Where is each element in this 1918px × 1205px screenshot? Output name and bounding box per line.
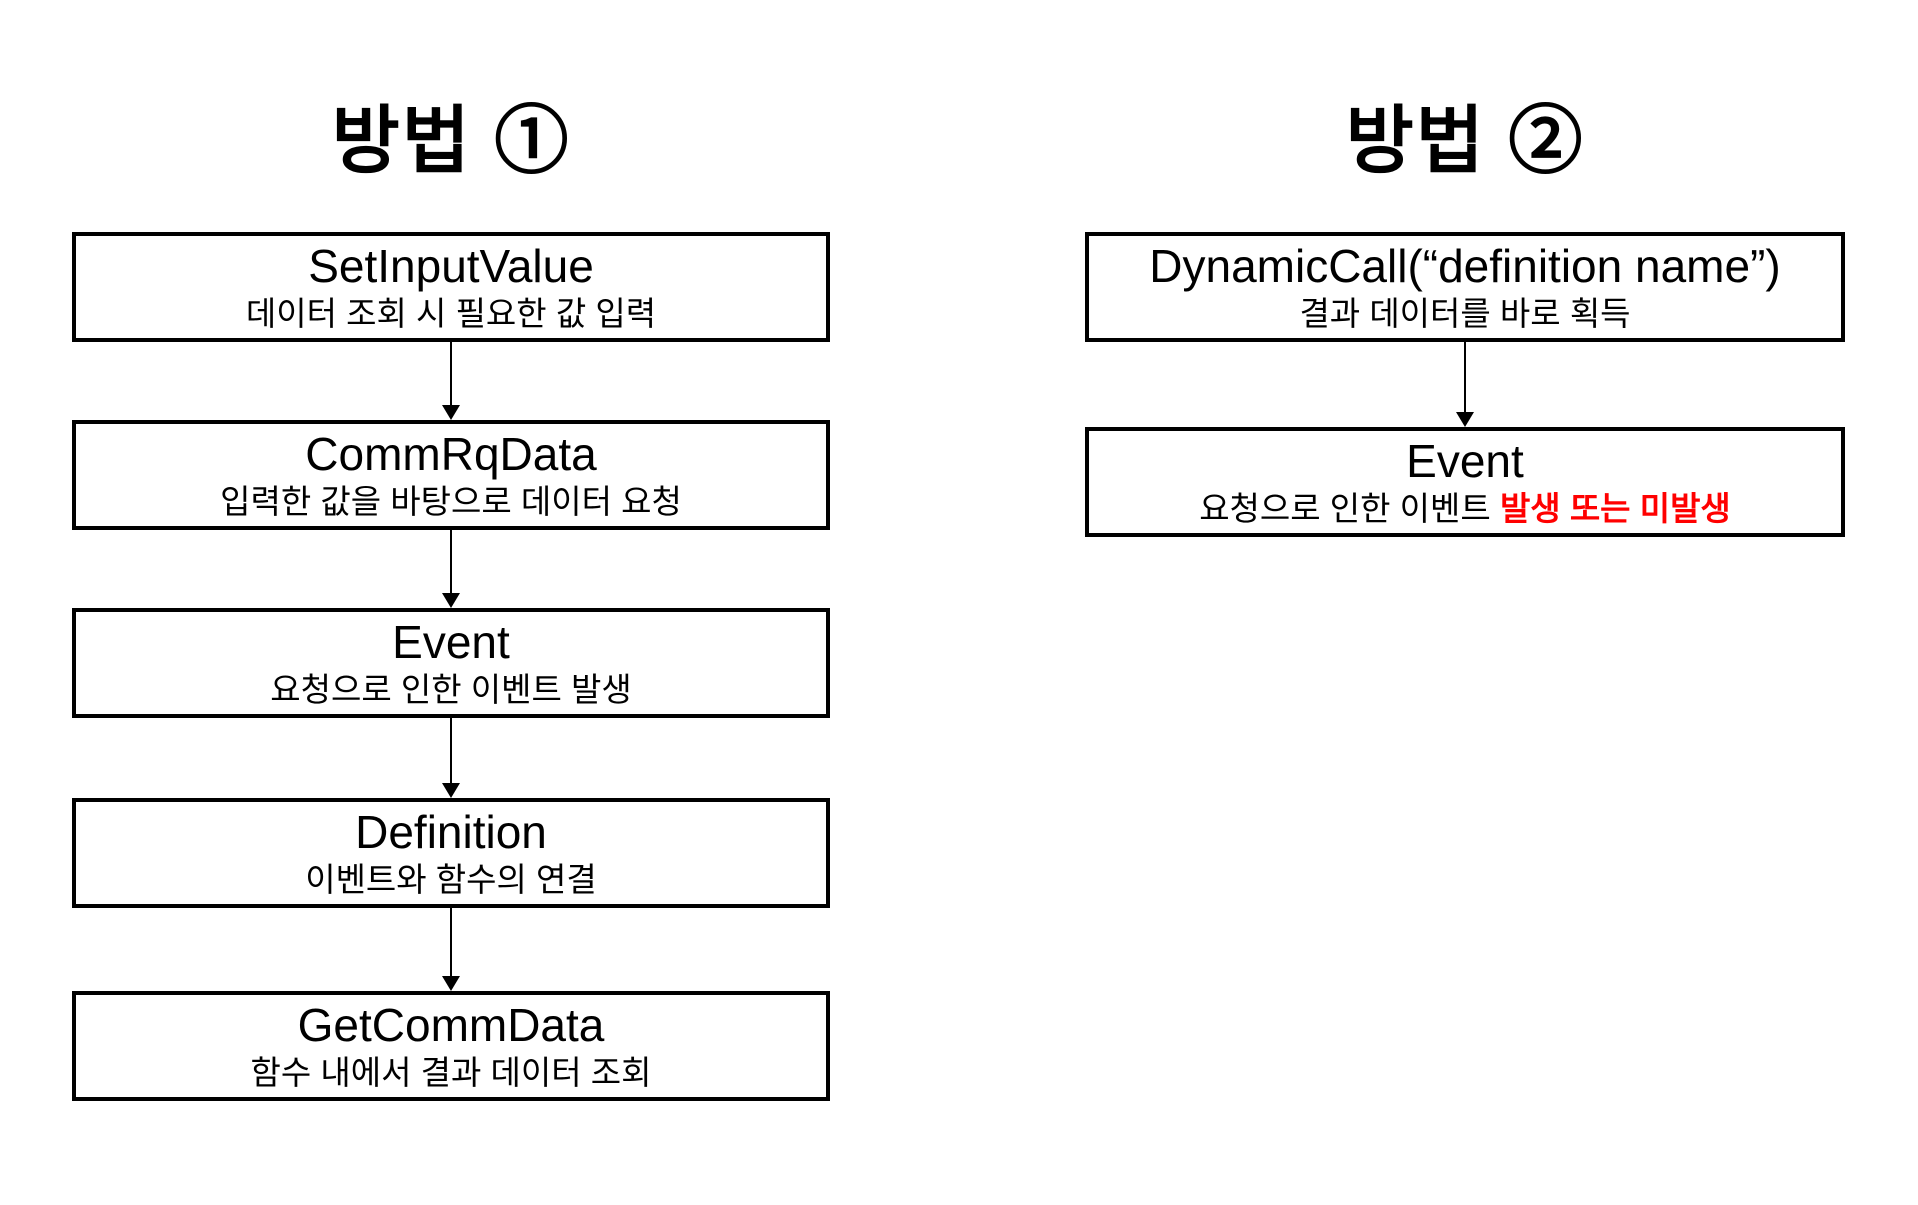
- subtitle-plain-text: 요청으로 인한 이벤트: [1199, 490, 1500, 527]
- arrow-down-icon: [442, 908, 460, 991]
- arrow-shaft: [450, 718, 452, 785]
- arrow-shaft: [450, 530, 452, 595]
- arrow-head: [1456, 412, 1474, 427]
- box-title: Event: [1406, 435, 1524, 487]
- method1-title: 방법 ①: [331, 99, 571, 182]
- box-subtitle: 요청으로 인한 이벤트 발생 또는 미발생: [1199, 488, 1731, 530]
- box-subtitle: 이벤트와 함수의 연결: [305, 861, 597, 898]
- arrow-down-icon: [1456, 342, 1474, 427]
- box-subtitle: 요청으로 인한 이벤트 발생: [270, 671, 632, 708]
- arrow-down-icon: [442, 718, 460, 798]
- flow-box-definition: Definition 이벤트와 함수의 연결: [72, 798, 830, 908]
- arrow-head: [442, 405, 460, 420]
- flow-box-event-method1: Event 요청으로 인한 이벤트 발생: [72, 608, 830, 718]
- box-title: Definition: [355, 806, 547, 858]
- flow-box-setinputvalue: SetInputValue 데이터 조회 시 필요한 값 입력: [72, 232, 830, 342]
- arrow-shaft: [450, 342, 452, 407]
- flow-box-event-method2: Event 요청으로 인한 이벤트 발생 또는 미발생: [1085, 427, 1845, 537]
- arrow-down-icon: [442, 342, 460, 420]
- flow-box-dynamiccall: DynamicCall(“definition name”) 결과 데이터를 바…: [1085, 232, 1845, 342]
- box-subtitle: 결과 데이터를 바로 획득: [1299, 295, 1631, 332]
- box-subtitle: 입력한 값을 바탕으로 데이터 요청: [220, 483, 682, 520]
- box-title: SetInputValue: [308, 240, 594, 292]
- box-title: GetCommData: [297, 999, 605, 1051]
- arrow-shaft: [450, 908, 452, 978]
- arrow-shaft: [1464, 342, 1466, 414]
- box-subtitle: 함수 내에서 결과 데이터 조회: [250, 1054, 652, 1091]
- arrow-down-icon: [442, 530, 460, 608]
- arrow-head: [442, 976, 460, 991]
- flow-box-commrqdata: CommRqData 입력한 값을 바탕으로 데이터 요청: [72, 420, 830, 530]
- method2-title: 방법 ②: [1345, 99, 1585, 182]
- box-title: DynamicCall(“definition name”): [1149, 240, 1781, 292]
- arrow-head: [442, 783, 460, 798]
- subtitle-highlight-text: 발생 또는 미발생: [1499, 490, 1731, 527]
- arrow-head: [442, 593, 460, 608]
- box-title: CommRqData: [305, 428, 597, 480]
- box-subtitle: 데이터 조회 시 필요한 값 입력: [245, 295, 657, 332]
- flow-box-getcommdata: GetCommData 함수 내에서 결과 데이터 조회: [72, 991, 830, 1101]
- box-title: Event: [392, 616, 510, 668]
